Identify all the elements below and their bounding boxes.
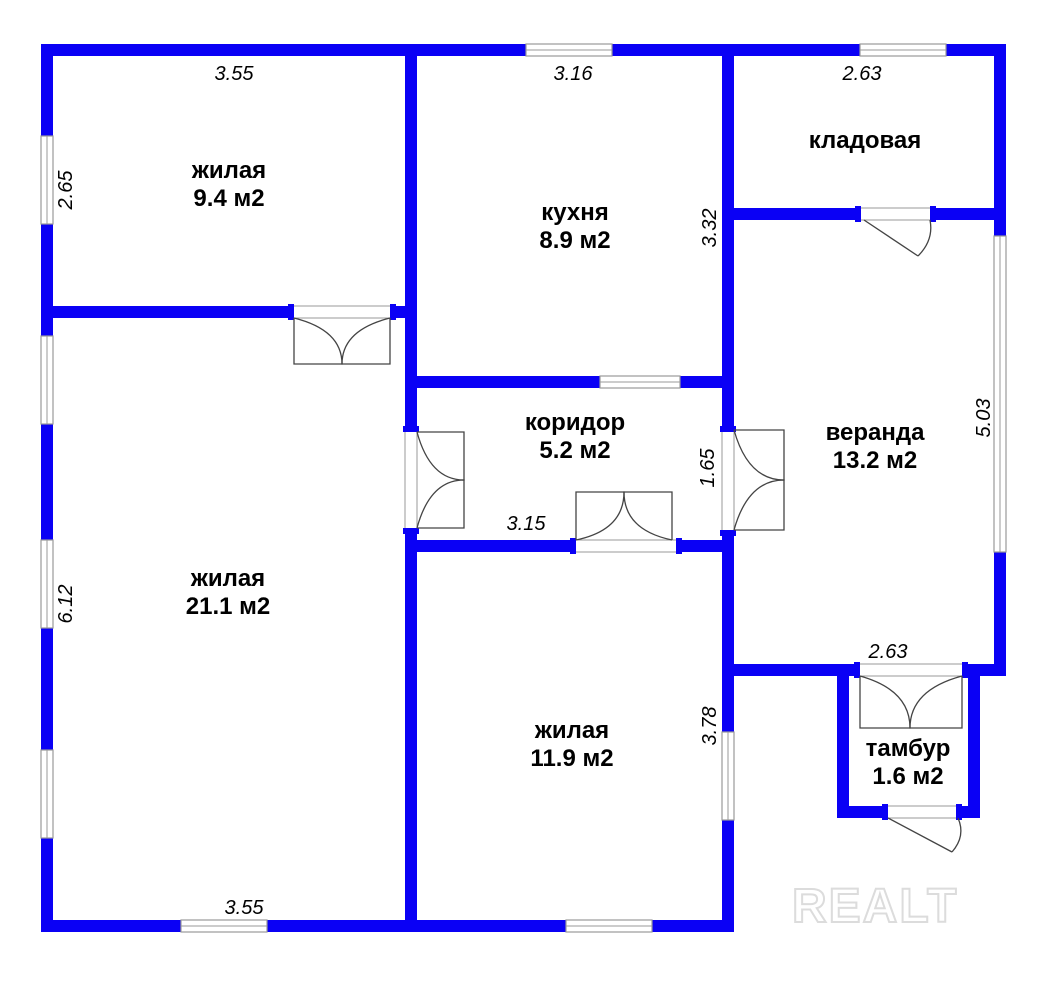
dim-bottom-left-width: 3.55 (225, 897, 265, 919)
dim-vestibule-width: 2.63 (868, 641, 908, 663)
window-veranda-right (993, 235, 1007, 553)
door-vestibule-bottom (882, 804, 962, 853)
dim-kitchen-height: 3.32 (699, 209, 721, 248)
door-corridor-bottom (570, 491, 682, 554)
doors (288, 206, 968, 853)
door-corridor-left (403, 426, 465, 534)
watermark-logo: REALT (792, 880, 958, 933)
window-bottom-2 (565, 919, 653, 933)
dimensions: 3.55 3.16 2.63 3.15 3.55 2.63 2.65 3.32 … (55, 63, 995, 919)
dim-top-left-width: 3.55 (215, 63, 255, 85)
room-area-living-top-left: 9.4 м2 (193, 185, 264, 212)
room-area-kitchen: 8.9 м2 (539, 227, 610, 254)
wall-corridor-bottom (405, 540, 734, 552)
room-area-veranda: 13.2 м2 (833, 447, 917, 474)
dim-corridor-width: 3.15 (507, 513, 547, 535)
dim-bottom-height: 3.78 (699, 707, 721, 746)
dim-left-height: 6.12 (55, 585, 77, 624)
wall-vestibule-right (968, 664, 980, 816)
dim-top-left-height: 2.65 (55, 170, 77, 211)
opening-kitchen-corridor (599, 375, 681, 389)
window-kitchen-top (525, 43, 613, 57)
room-name-pantry: кладовая (809, 127, 922, 154)
window-left-2 (40, 335, 54, 425)
dim-veranda-height: 5.03 (973, 399, 995, 438)
wall-interior-v2 (722, 44, 734, 544)
window-left-3 (40, 539, 54, 629)
room-name-corridor: коридор (525, 409, 625, 436)
room-area-vestibule: 1.6 м2 (872, 763, 943, 790)
room-name-living-bottom: жилая (534, 717, 609, 744)
door-living-double (288, 304, 396, 365)
door-veranda (720, 426, 785, 536)
room-labels: жилая 9.4 м2 кухня 8.9 м2 кладовая корид… (186, 127, 951, 790)
window-left-4 (40, 749, 54, 839)
dim-kitchen-width: 3.16 (554, 63, 594, 85)
door-pantry (855, 206, 936, 257)
room-name-living-top-left: жилая (191, 157, 266, 184)
room-name-kitchen: кухня (541, 199, 609, 226)
room-area-living-left: 21.1 м2 (186, 593, 270, 620)
dim-pantry-width: 2.63 (842, 63, 882, 85)
wall-outer-left (41, 44, 53, 932)
room-area-living-bottom: 11.9 м2 (530, 745, 613, 772)
windows (40, 43, 1007, 933)
window-bottom-living-right (721, 731, 735, 821)
walls (41, 44, 1006, 932)
window-left-1 (40, 135, 54, 225)
room-name-living-left: жилая (190, 565, 265, 592)
door-vestibule-top (854, 662, 968, 729)
window-pantry-top (859, 43, 947, 57)
dim-corridor-height: 1.65 (697, 448, 719, 488)
room-name-vestibule: тамбур (866, 735, 951, 762)
wall-kitchen-bottom (405, 376, 734, 388)
wall-outer-top (41, 44, 1006, 56)
window-bottom-1 (180, 919, 268, 933)
wall-vestibule-left (837, 664, 849, 816)
room-area-corridor: 5.2 м2 (539, 437, 610, 464)
room-name-veranda: веранда (826, 419, 926, 446)
